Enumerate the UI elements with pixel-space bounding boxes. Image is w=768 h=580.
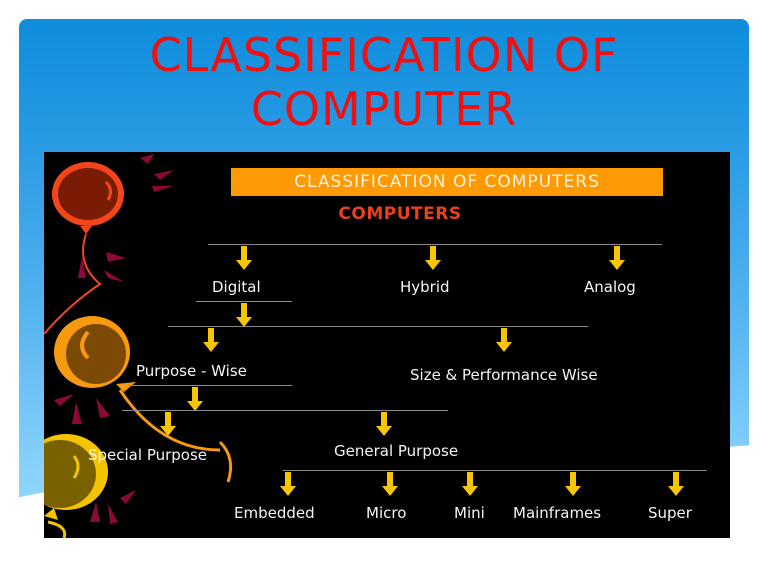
arrow-down-icon [668, 472, 684, 496]
root-node-computers: COMPUTERS [338, 204, 462, 224]
connector-line [168, 326, 588, 327]
node-size-performance-wise: Size & Performance Wise [410, 366, 598, 384]
arrow-down-icon [462, 472, 478, 496]
arrow-down-icon [425, 246, 441, 270]
arrow-down-icon [236, 246, 252, 270]
slide-title-line2: COMPUTER [250, 82, 518, 136]
arrow-down-icon [187, 387, 203, 411]
connector-line [283, 470, 707, 471]
arrow-down-icon [236, 303, 252, 327]
node-digital: Digital [212, 278, 261, 296]
slide-title: CLASSIFICATION OF COMPUTER [19, 28, 749, 136]
node-general-purpose: General Purpose [334, 442, 459, 460]
node-embedded: Embedded [234, 504, 315, 522]
diagram-banner: CLASSIFICATION OF COMPUTERS [231, 168, 663, 196]
slide-title-line1: CLASSIFICATION OF [149, 28, 619, 82]
node-mainframes: Mainframes [513, 504, 602, 522]
node-hybrid: Hybrid [400, 278, 450, 296]
balloon-decoration [44, 154, 233, 538]
arrow-down-icon [160, 412, 176, 436]
connector-line [208, 244, 662, 245]
node-purpose-wise: Purpose - Wise [136, 362, 247, 380]
arrow-down-icon [203, 328, 219, 352]
node-mini: Mini [454, 504, 485, 522]
arrow-down-icon [565, 472, 581, 496]
arrow-down-icon [609, 246, 625, 270]
node-special-purpose: Special Purpose [88, 446, 208, 464]
node-micro: Micro [366, 504, 407, 522]
connector-line [196, 301, 292, 302]
connector-line [128, 385, 292, 386]
node-super: Super [648, 504, 692, 522]
classification-diagram: CLASSIFICATION OF COMPUTERS COMPUTERS Di… [44, 152, 730, 538]
node-analog: Analog [584, 278, 636, 296]
arrow-down-icon [496, 328, 512, 352]
connector-line [122, 410, 448, 411]
arrow-down-icon [376, 412, 392, 436]
arrow-down-icon [382, 472, 398, 496]
arrow-down-icon [280, 472, 296, 496]
